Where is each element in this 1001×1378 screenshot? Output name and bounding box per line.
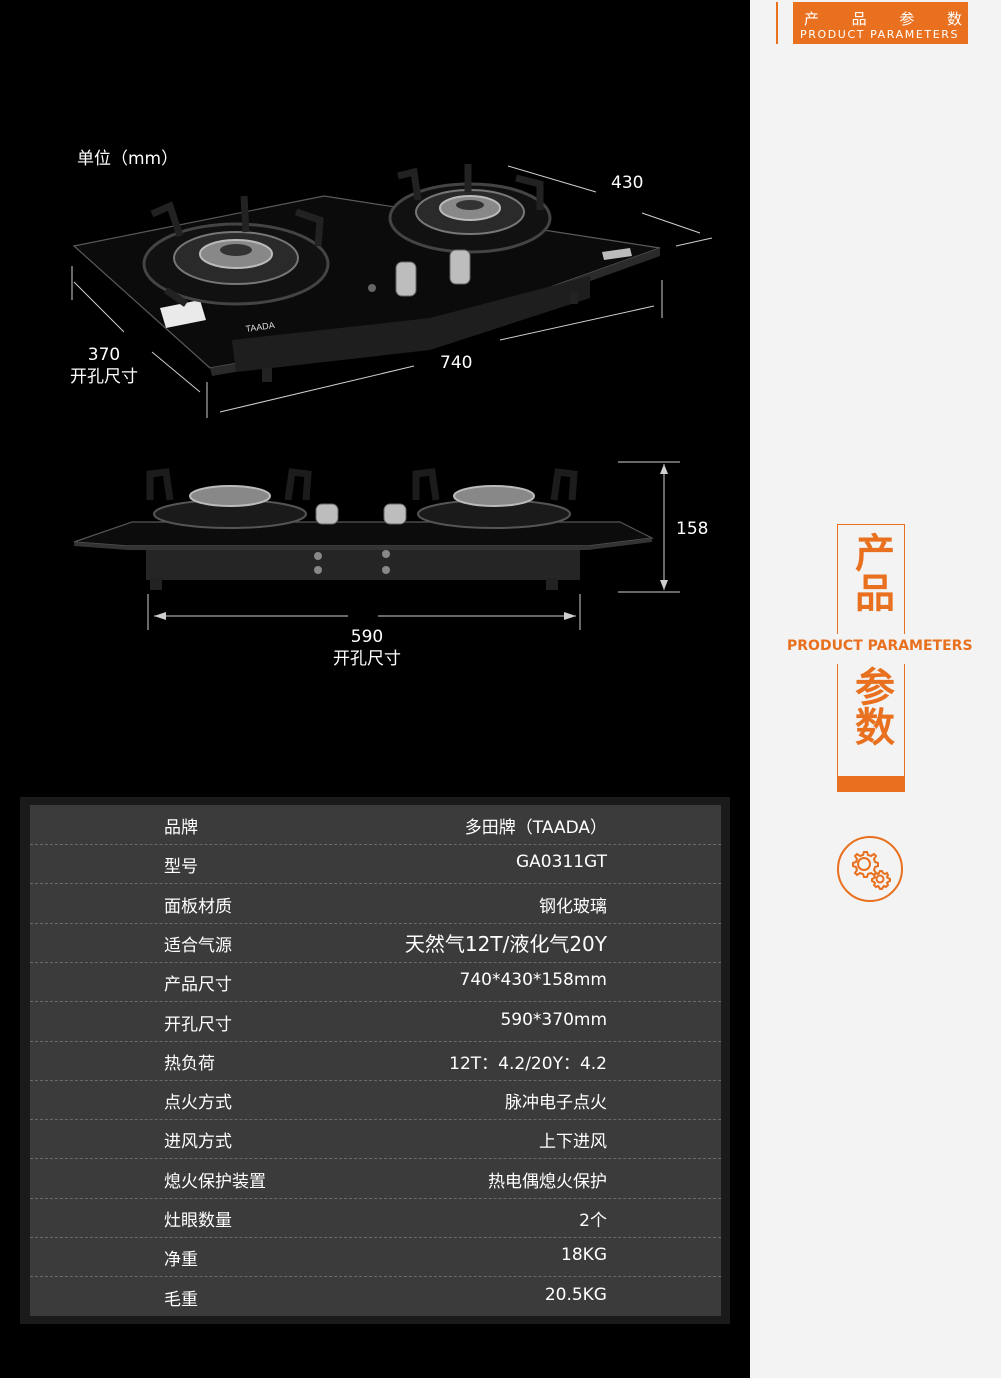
spec-key: 熄火保护装置: [164, 1171, 266, 1192]
side-panel: 产 品 参 数 PRODUCT PARAMETERS 产品 PRODUCT PA…: [750, 0, 1001, 1378]
spec-row: 开孔尺寸 590*370mm: [30, 1002, 721, 1042]
width-label: 740: [440, 353, 473, 373]
row-divider: [30, 922, 721, 924]
badge-title-en: PRODUCT PARAMETERS: [800, 28, 960, 41]
spec-value: 2个: [579, 1211, 607, 1231]
row-divider: [30, 1197, 721, 1199]
vertical-title-bottom: 参数: [848, 666, 894, 746]
spec-row: 品牌 多田牌（TAADA）: [30, 805, 721, 845]
depth-label: 430: [611, 173, 644, 193]
spec-key: 毛重: [164, 1289, 198, 1310]
header-badge: 产 品 参 数 PRODUCT PARAMETERS: [776, 2, 968, 44]
brand-mark: TAADA: [245, 320, 275, 334]
badge-char: 品: [851, 10, 867, 28]
spec-row: 热负荷 12T：4.2/20Y：4.2: [30, 1041, 721, 1081]
spec-row: 熄火保护装置 热电偶熄火保护: [30, 1159, 721, 1199]
vertical-title-top: 产品: [848, 532, 894, 612]
row-divider: [30, 1158, 721, 1160]
product-panel: TAADA: [20, 149, 730, 1324]
spec-value: 钢化玻璃: [539, 896, 607, 917]
badge-char: 产: [804, 10, 820, 28]
row-divider: [30, 1276, 721, 1278]
vertical-title-en: PRODUCT PARAMETERS: [787, 638, 973, 654]
spec-key: 型号: [164, 857, 198, 878]
badge-title-cn: 产 品 参 数: [804, 8, 962, 29]
badge-char: 数: [946, 10, 962, 28]
spec-value: 热电偶熄火保护: [488, 1171, 607, 1192]
spec-value: 20.5KG: [544, 1284, 607, 1305]
spec-row: 灶眼数量 2个: [30, 1198, 721, 1238]
spec-key: 开孔尺寸: [164, 1014, 232, 1035]
spec-value: 18KG: [561, 1245, 607, 1266]
spec-value: GA0311GT: [515, 852, 607, 873]
spec-key: 灶眼数量: [164, 1211, 232, 1231]
stove-top-view: TAADA: [71, 164, 713, 418]
spec-value: 天然气12T/液化气20Y: [404, 931, 607, 956]
cutout-depth-value: 370: [87, 345, 121, 365]
spec-key: 产品尺寸: [164, 975, 232, 996]
spec-table-body: 品牌 多田牌（TAADA） 型号 GA0311GT 面板材质 钢化玻璃适合气源 天然气12T…: [30, 805, 721, 1316]
spec-value: 多田牌（TAADA）: [464, 818, 607, 838]
spec-value: 脉冲电子点火: [505, 1093, 607, 1114]
spec-row: 产品尺寸 740*430*158mm: [30, 962, 721, 1003]
spec-key: 点火方式: [164, 1093, 232, 1114]
row-divider: [30, 844, 721, 845]
vertical-title-bar: [837, 776, 905, 792]
spec-value: 590*370mm: [500, 1009, 607, 1030]
height-label: 158: [676, 519, 709, 539]
row-divider: [30, 1040, 721, 1042]
cutout-width-label: 590 开孔尺寸: [330, 626, 404, 670]
vertical-title: 产品 PRODUCT PARAMETERS 参数: [787, 524, 973, 792]
row-divider: [30, 1119, 721, 1121]
spec-key: 净重: [164, 1250, 198, 1271]
spec-row: 型号 GA0311GT: [30, 844, 721, 885]
spec-key: 热负荷: [164, 1053, 215, 1074]
cutout-depth-label: 370 开孔尺寸: [68, 344, 140, 388]
row-divider: [30, 1001, 721, 1003]
spec-key: 面板材质: [164, 896, 232, 917]
spec-row: 适合气源 天然气12T/液化气20Y: [30, 923, 721, 963]
spec-value: 上下进风: [539, 1132, 607, 1153]
spec-row: 点火方式 脉冲电子点火: [30, 1080, 721, 1121]
badge-char: 参: [899, 10, 915, 28]
spec-row: 毛重 20.5KG: [30, 1277, 721, 1316]
cutout-depth-caption: 开孔尺寸: [70, 367, 138, 387]
spec-key: 品牌: [164, 818, 198, 838]
spec-row: 净重 18KG: [30, 1237, 721, 1278]
spec-table: 品牌 多田牌（TAADA） 型号 GA0311GT 面板材质 钢化玻璃适合气源 天然气12T…: [20, 797, 730, 1324]
spec-row: 面板材质 钢化玻璃: [30, 884, 721, 924]
spec-value: 12T：4.2/20Y：4.2: [449, 1053, 607, 1074]
gears-icon: [837, 836, 903, 902]
spec-key: 适合气源: [164, 935, 232, 956]
spec-row: 进风方式 上下进风: [30, 1119, 721, 1160]
vertical-title-gap: [829, 634, 913, 664]
cutout-width-value: 590: [350, 627, 384, 647]
badge-notch: [776, 2, 793, 44]
row-divider: [30, 1237, 721, 1238]
row-divider: [30, 961, 721, 963]
unit-label: 单位（mm）: [77, 149, 179, 169]
stove-side-view: [73, 461, 680, 630]
row-divider: [30, 883, 721, 885]
cutout-width-caption: 开孔尺寸: [333, 649, 401, 669]
spec-value: 740*430*158mm: [459, 970, 607, 991]
spec-key: 进风方式: [164, 1132, 232, 1153]
row-divider: [30, 1079, 721, 1081]
